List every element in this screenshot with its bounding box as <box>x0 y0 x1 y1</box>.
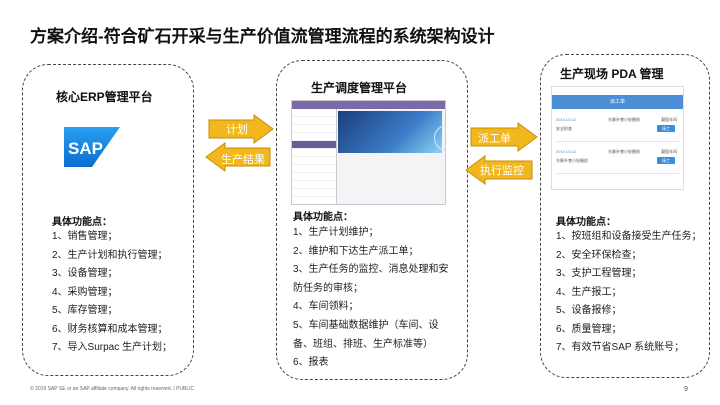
pda-features-list: 1、按班组和设备接受生产任务； 2、安全环保检查； 3、支护工程管理； 4、生产… <box>556 228 702 358</box>
list-item: 3、支护工程管理； <box>556 268 642 279</box>
list-item: 5、设备报修； <box>556 305 622 316</box>
list-item: 1、销售管理； <box>52 231 118 242</box>
erp-panel <box>22 64 194 376</box>
list-item: 7、导入Surpac 生产计划； <box>52 342 173 353</box>
pda-panel-title: 生产现场 PDA 管理 <box>560 67 664 81</box>
dispatch-arrow-right-icon <box>470 122 538 152</box>
list-item: 6、质量管理； <box>556 323 622 335</box>
dispatch-features-heading: 具体功能点： <box>293 212 353 223</box>
pda-card: 2019-02-02 东脉外巷小轮圈前 东脉外巷小轮圈前 凝固车间 接工 <box>556 145 679 174</box>
pda-screenshot: 派工单 2019-02-02 安全检查 东脉外巷小轮圈前 凝固车间 接工 201… <box>551 86 684 190</box>
result-arrow-left-icon <box>205 142 271 172</box>
sap-logo: SAP <box>64 127 120 167</box>
pda-card: 2019-02-02 安全检查 东脉外巷小轮圈前 凝固车间 接工 <box>556 113 679 142</box>
list-item: 6、报表 <box>293 357 329 369</box>
dispatch-screenshot <box>291 100 446 205</box>
plan-arrow-right-icon <box>208 114 274 144</box>
dispatch-panel-title: 生产调度管理平台 <box>311 81 408 95</box>
list-item: 2、安全环保检查； <box>556 249 642 261</box>
monitor-arrow-left-icon <box>465 155 533 185</box>
list-item: 2、生产计划和执行管理； <box>52 249 168 261</box>
erp-panel-title: 核心ERP管理平台 <box>56 90 153 104</box>
page-title: 方案介绍-符合矿石开采与生产价值流管理流程的系统架构设计 <box>30 27 495 46</box>
dispatch-features-list: 1、生产计划维护； 2、维护和下达生产派工单； 3、生产任务的监控、消息处理和安… <box>293 224 453 373</box>
erp-features-heading: 具体功能点： <box>52 217 112 228</box>
dispatch-arrow-label: 派工单 <box>478 133 511 145</box>
result-arrow-label: 生产结果 <box>221 154 265 166</box>
list-item: 5、库存管理； <box>52 305 118 316</box>
page-number: 9 <box>684 386 688 393</box>
list-item: 4、车间领料； <box>293 301 359 313</box>
list-item: 6、财务核算和成本管理； <box>52 323 168 335</box>
pda-header: 派工单 <box>552 95 683 109</box>
list-item: 4、采购管理； <box>52 286 118 298</box>
pda-features-heading: 具体功能点： <box>556 217 616 228</box>
list-item: 7、有效节省SAP 系统账号； <box>556 342 685 353</box>
list-item: 4、生产报工； <box>556 286 622 298</box>
footer-copyright: © 2019 SAP SE or an SAP affiliate compan… <box>30 386 195 392</box>
list-item: 1、按班组和设备接受生产任务； <box>556 231 702 242</box>
list-item: 3、设备管理； <box>52 268 118 279</box>
list-item: 2、维护和下达生产派工单； <box>293 245 419 257</box>
monitor-arrow-label: 执行监控 <box>480 165 524 177</box>
plan-arrow-label: 计划 <box>226 124 248 136</box>
sap-logo-text: SAP <box>68 139 103 158</box>
list-item: 3、生产任务的监控、消息处理和安防任务的审核； <box>293 264 449 294</box>
list-item: 1、生产计划维护； <box>293 227 379 238</box>
list-item: 5、车间基础数据维护（车间、设备、班组、排班、生产标准等） <box>293 319 439 350</box>
erp-features-list: 1、销售管理； 2、生产计划和执行管理； 3、设备管理； 4、采购管理； 5、库… <box>52 228 172 358</box>
